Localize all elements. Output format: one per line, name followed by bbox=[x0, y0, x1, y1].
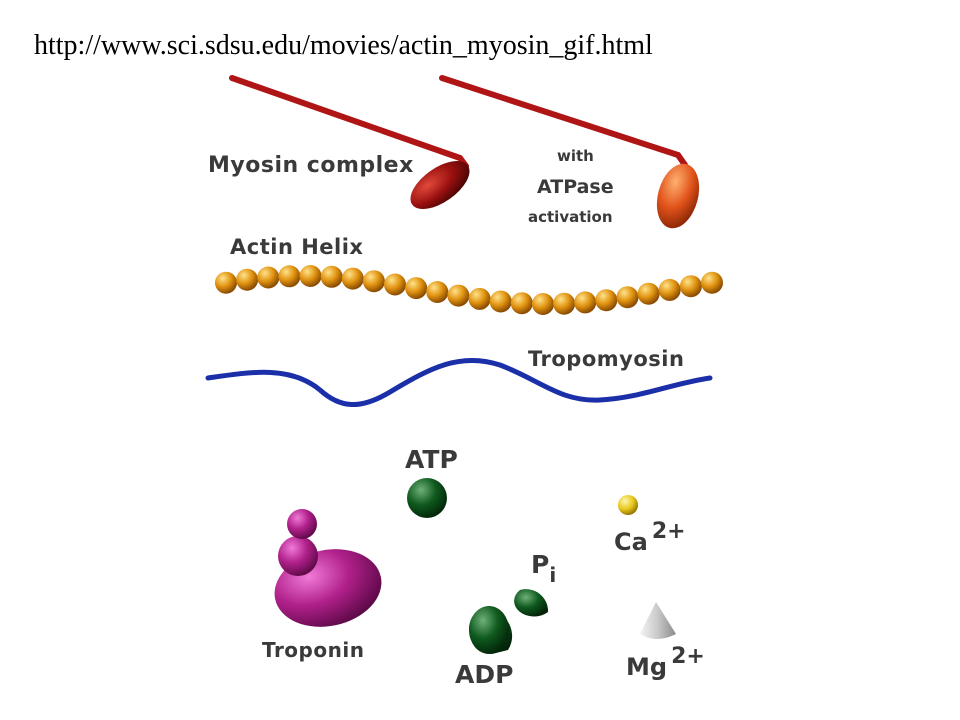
actin-bead bbox=[341, 267, 364, 290]
label-myosin-complex: Myosin complex bbox=[208, 153, 414, 178]
actin-bead bbox=[658, 278, 681, 301]
source-url: http://www.sci.sdsu.edu/movies/actin_myo… bbox=[34, 30, 653, 61]
actin-bead bbox=[701, 271, 723, 294]
actin-bead bbox=[405, 277, 428, 300]
label-activation: activation bbox=[528, 208, 613, 226]
adp: ADP bbox=[455, 606, 513, 689]
myosin-atpase: with ATPase activation bbox=[439, 75, 700, 229]
tropomyosin-strand bbox=[205, 357, 713, 407]
actin-bead bbox=[595, 289, 618, 312]
troponin-mid bbox=[278, 536, 318, 576]
label-atp: ATP bbox=[405, 445, 458, 474]
actin-bead bbox=[637, 282, 660, 305]
label-atpase: ATPase bbox=[537, 176, 614, 198]
troponin: Troponin bbox=[262, 509, 382, 662]
actin-bead bbox=[553, 292, 576, 315]
atpase-head bbox=[656, 163, 700, 229]
atpase-rod bbox=[439, 75, 681, 158]
label-tropomyosin: Tropomyosin bbox=[528, 347, 684, 371]
actin-bead bbox=[616, 286, 639, 309]
actin-bead bbox=[278, 265, 301, 288]
actin-helix: Actin Helix bbox=[215, 235, 723, 315]
magnesium-cone bbox=[640, 602, 676, 639]
actin-bead bbox=[299, 265, 322, 287]
actin-bead bbox=[468, 287, 491, 310]
actin-bead bbox=[510, 292, 533, 315]
myosin-complex: Myosin complex bbox=[208, 75, 470, 209]
myosin-head bbox=[410, 161, 470, 209]
myosin-rod bbox=[229, 75, 463, 161]
actin-bead bbox=[447, 284, 470, 307]
actin-bead bbox=[489, 290, 512, 313]
label-pi: Pi bbox=[531, 550, 556, 587]
actin-bead bbox=[257, 266, 280, 289]
label-adp: ADP bbox=[455, 660, 513, 689]
actin-bead bbox=[426, 281, 449, 303]
label-troponin: Troponin bbox=[262, 638, 364, 662]
phosphate: Pi bbox=[514, 550, 556, 617]
tropomyosin: Tropomyosin bbox=[205, 347, 713, 407]
calcium-sphere bbox=[618, 495, 638, 515]
actin-bead bbox=[362, 270, 385, 293]
actin-bead bbox=[236, 268, 259, 291]
label-actin-helix: Actin Helix bbox=[230, 235, 363, 259]
actin-bead bbox=[574, 291, 597, 314]
label-with: with bbox=[557, 147, 594, 165]
pi-shape bbox=[514, 589, 549, 617]
actin-bead bbox=[532, 293, 554, 315]
actin-bead bbox=[679, 275, 702, 298]
actin-beads bbox=[215, 265, 723, 315]
troponin-top bbox=[287, 509, 317, 539]
actin-bead bbox=[320, 265, 343, 288]
actin-bead bbox=[215, 271, 237, 294]
atp-sphere bbox=[407, 478, 447, 518]
actin-bead bbox=[384, 273, 406, 296]
atp: ATP bbox=[405, 445, 458, 518]
